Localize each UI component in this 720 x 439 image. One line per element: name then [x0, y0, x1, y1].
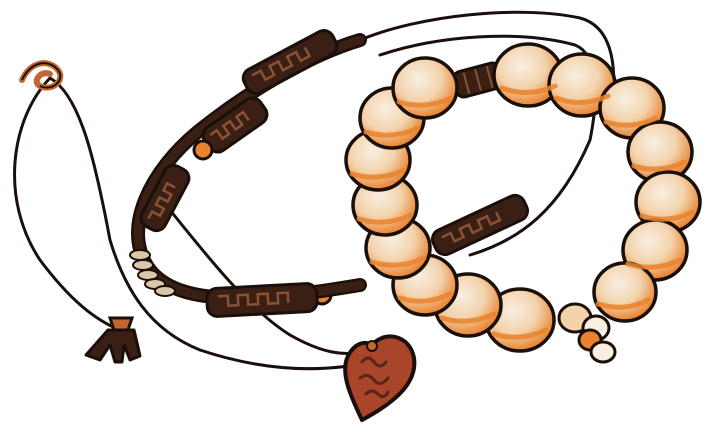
knot-icon: [19, 60, 64, 91]
carved-tube-vertical: [139, 163, 191, 233]
pendant-cord-left: [168, 208, 370, 355]
spacer-rings: [129, 249, 176, 297]
cord-necklace-icon: [84, 29, 367, 364]
bead: [391, 56, 459, 120]
loop-knot-cord: [48, 76, 382, 371]
guru-bead-cluster: [557, 302, 617, 364]
top-cord-arc: [358, 10, 616, 112]
bead-stripes: [349, 83, 695, 340]
bracelet-inner-tube: [430, 193, 530, 257]
carved-tube-top: [241, 29, 339, 95]
tassel-icon: [84, 316, 142, 364]
heart-pendant-icon: [343, 334, 417, 422]
bead: [592, 261, 658, 323]
bead-bracelet-icon: [344, 42, 702, 364]
left-hanging-cord: [13, 76, 122, 332]
small-bead: [192, 139, 214, 161]
carved-tube-bottom: [205, 282, 319, 318]
